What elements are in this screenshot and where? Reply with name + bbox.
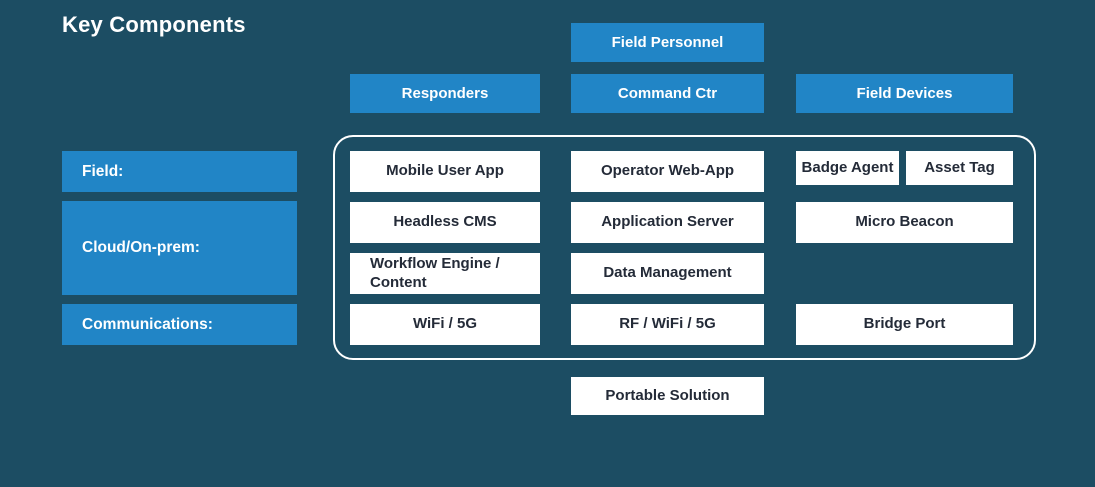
component-application-server: Application Server [571,202,764,243]
component-workflow-engine-content: Workflow Engine / Content [350,253,540,294]
component-wifi-5g: WiFi / 5G [350,304,540,345]
row-label-communications: Communications: [62,304,297,345]
component-mobile-user-app: Mobile User App [350,151,540,192]
header-field-personnel: Field Personnel [571,23,764,62]
column-header-field-devices: Field Devices [796,74,1013,113]
components-outline-border [333,135,1036,360]
page-title: Key Components [62,12,246,37]
component-bridge-port: Bridge Port [796,304,1013,345]
component-headless-cms: Headless CMS [350,202,540,243]
component-asset-tag: Asset Tag [906,151,1013,185]
component-rf-wifi-5g: RF / WiFi / 5G [571,304,764,345]
component-micro-beacon: Micro Beacon [796,202,1013,243]
component-data-management: Data Management [571,253,764,294]
component-portable-solution: Portable Solution [571,377,764,415]
row-label-field: Field: [62,151,297,192]
row-label-cloud-on-prem: Cloud/On-prem: [62,201,297,295]
column-header-command-ctr: Command Ctr [571,74,764,113]
component-badge-agent: Badge Agent [796,151,899,185]
component-operator-web-app: Operator Web-App [571,151,764,192]
column-header-responders: Responders [350,74,540,113]
